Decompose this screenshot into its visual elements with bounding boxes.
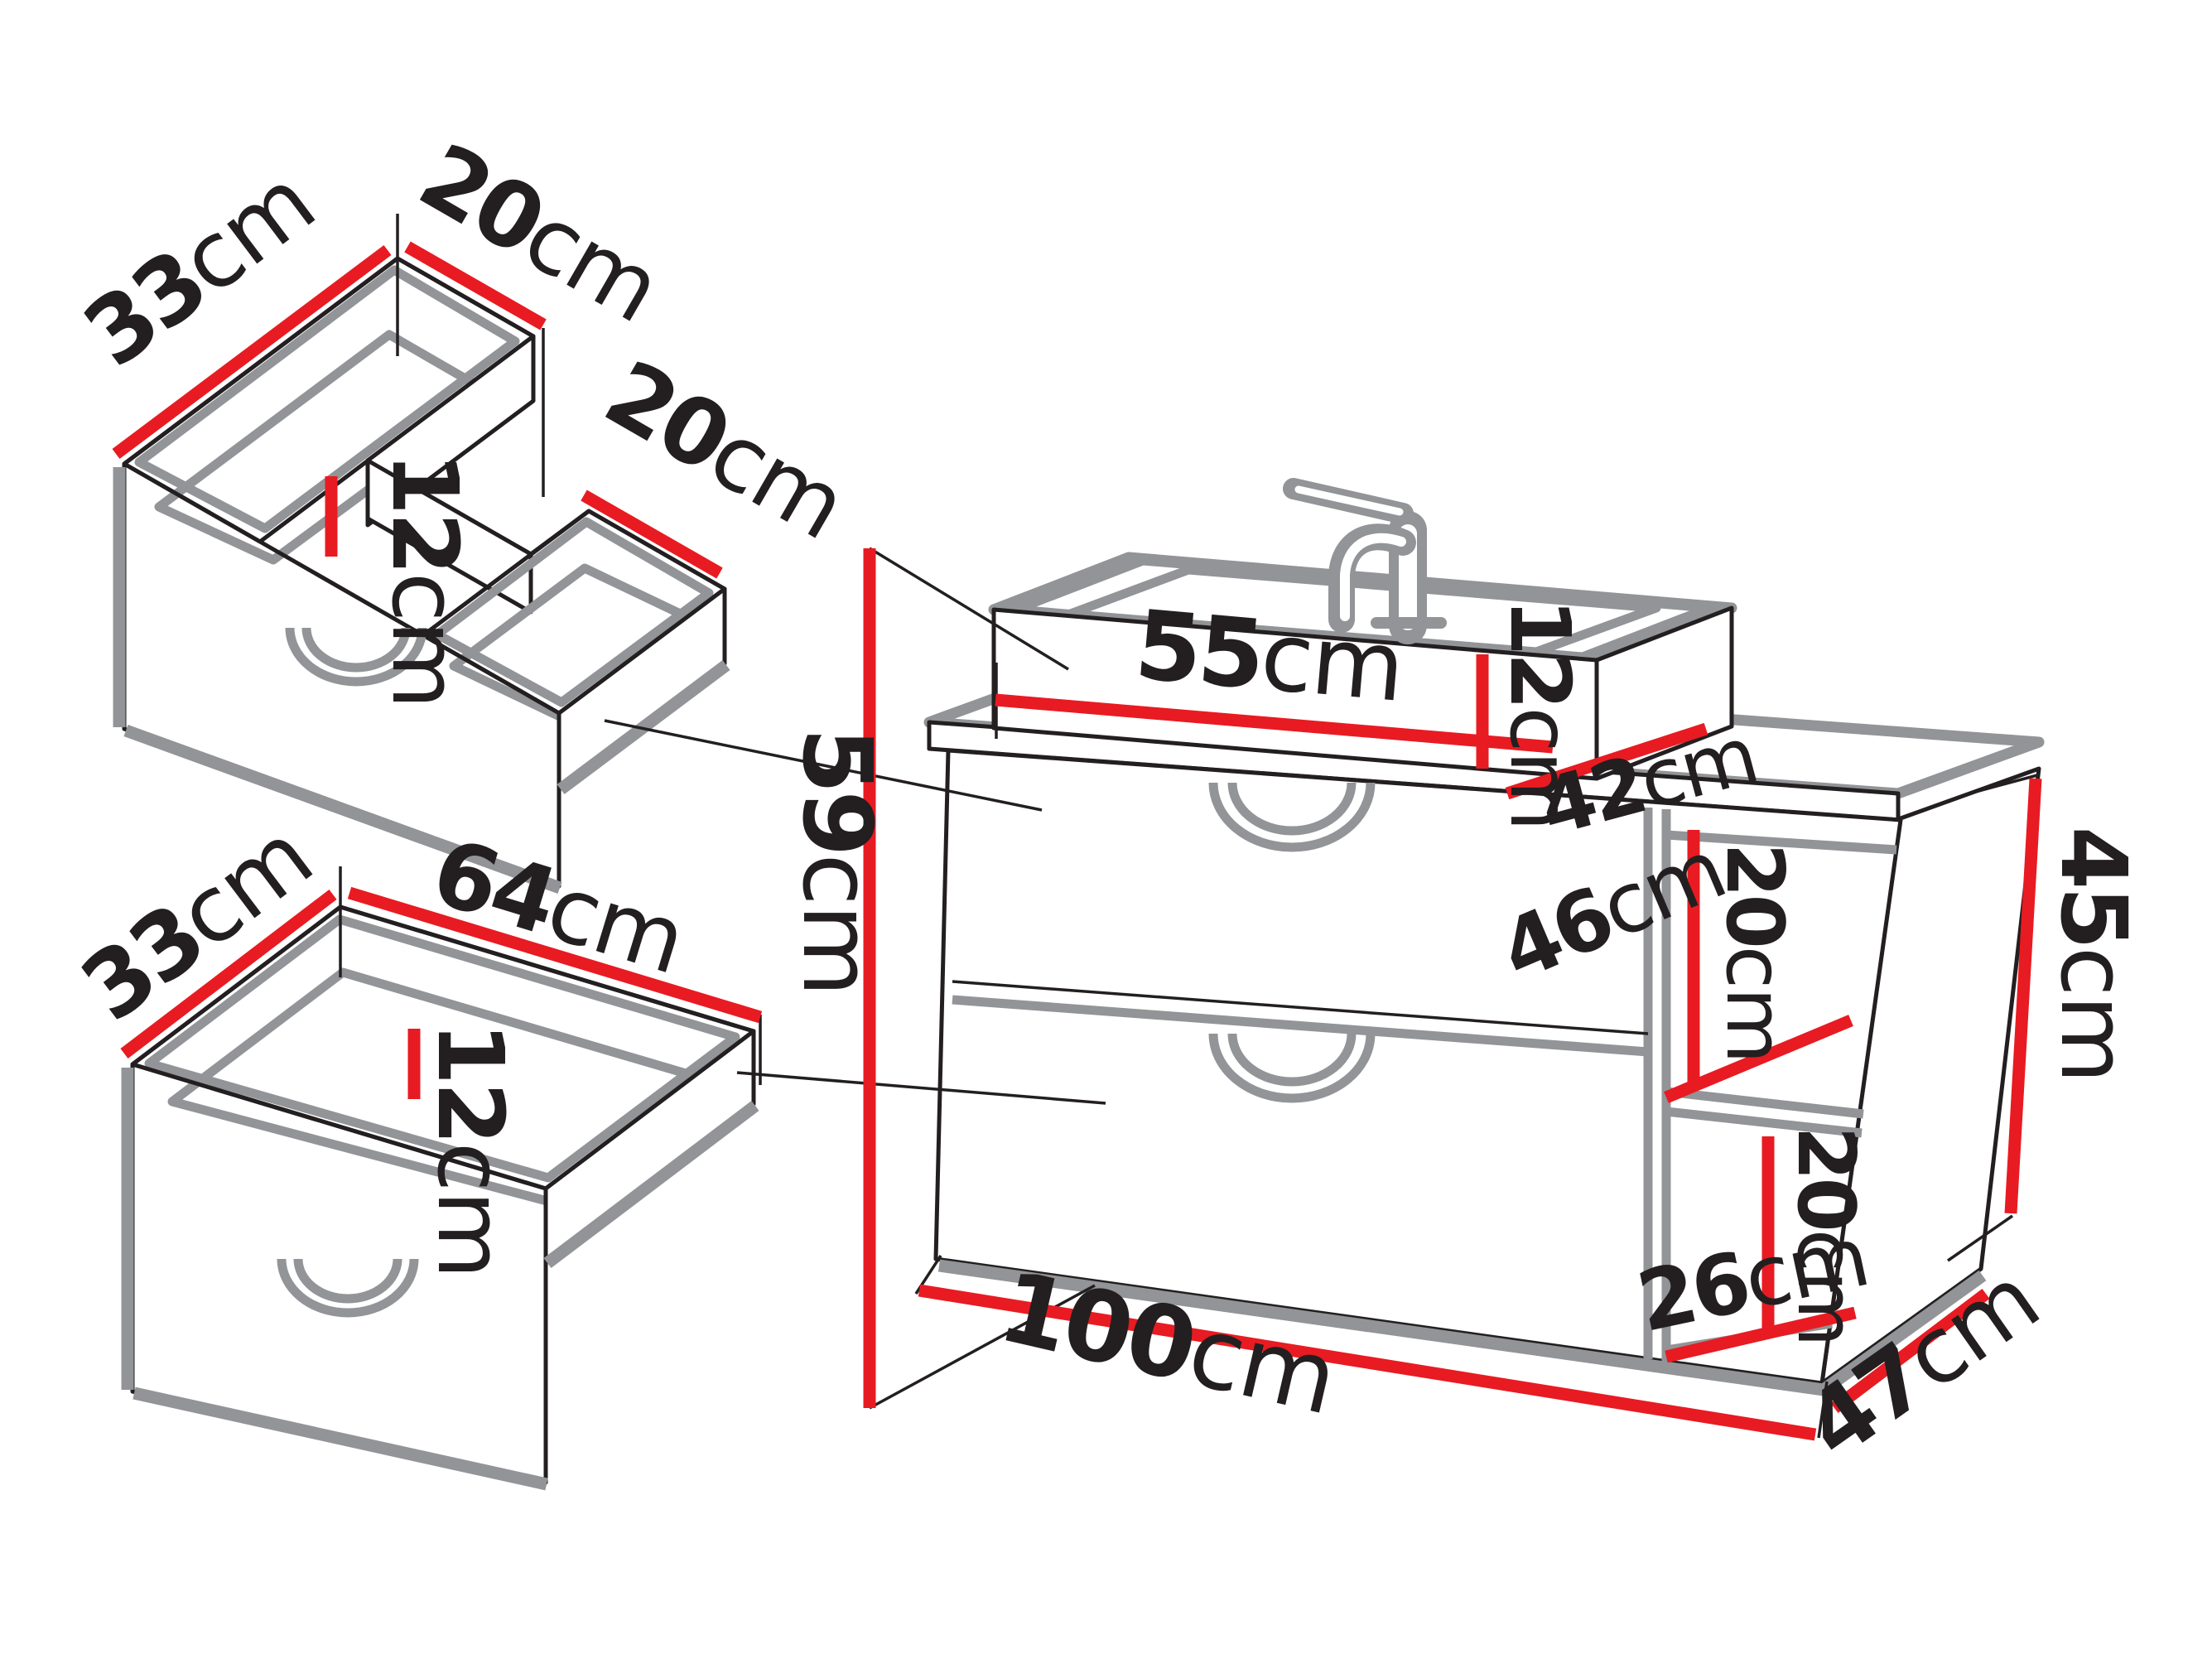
drawer-front-rim xyxy=(132,1062,547,1191)
faucet-icon xyxy=(1283,478,1447,644)
handle-arc-icon xyxy=(1208,1033,1376,1103)
dimension-label-59cm: 59cm xyxy=(781,727,892,995)
dimension-line-33cm-top-drawer xyxy=(112,245,392,459)
extension-tick xyxy=(1817,1381,1829,1439)
handle-arc-icon xyxy=(277,1258,419,1318)
sink-basin-rim xyxy=(1063,565,1661,657)
dimension-label-20cm-lower-shelf: 20cm xyxy=(1780,1126,1871,1346)
u-drawer-divider-wall xyxy=(365,334,536,528)
extension-tick xyxy=(1969,774,2038,795)
leader-lines xyxy=(339,214,2038,1439)
shelf-top-shadow xyxy=(1665,830,1897,855)
vanity-cabinet xyxy=(923,665,2045,1396)
dimension-line-33cm-bottom-drawer xyxy=(120,890,337,1059)
middle-shelf xyxy=(1665,1087,1864,1119)
u-drawer-right-wall xyxy=(557,586,727,790)
u-drawer-shadow xyxy=(123,724,562,895)
handle-arc-icon xyxy=(285,627,427,687)
extension-line-59-top xyxy=(869,547,1069,671)
dimension-label-20cm-upper-shelf: 20cm xyxy=(1708,843,1800,1063)
leader-line-top-drawer xyxy=(604,719,1043,812)
dimension-label-12cm-sink: 12cm xyxy=(1492,598,1588,830)
u-shaped-drawer-detail xyxy=(113,256,730,895)
cabinet-bottom-shadow xyxy=(937,1259,1987,1396)
u-drawer-left-rim xyxy=(134,265,520,533)
dimension-lines xyxy=(112,241,2042,1441)
u-drawer-right-rim xyxy=(432,517,714,707)
dimension-line-45cm xyxy=(2004,778,2042,1214)
extension-line-59-bottom xyxy=(869,1284,1096,1410)
drawer-inner-rim xyxy=(144,914,740,1183)
dimension-line-64cm xyxy=(347,886,763,1024)
dimension-line-20cm-left xyxy=(404,241,547,330)
dimension-line-26cm xyxy=(1665,1306,1857,1363)
drawer-right-wall xyxy=(543,1029,756,1264)
single-drawer-detail xyxy=(121,904,759,1491)
dimension-line-55cm xyxy=(995,693,1554,754)
dimension-line-47cm xyxy=(1830,1289,1990,1413)
drawer-shadow xyxy=(133,1387,548,1491)
drawer-gap-shadow xyxy=(952,995,1649,1057)
dimension-label-55cm: 55cm xyxy=(1131,590,1408,724)
dimension-line-42cm xyxy=(1505,722,1708,800)
dimension-label-45cm: 45cm xyxy=(2041,827,2147,1083)
dimension-line-100cm xyxy=(918,1284,1817,1441)
drawer-shadow-right xyxy=(543,1101,759,1268)
dimension-label-26cm: 26cm xyxy=(1630,1208,1877,1352)
dimension-label-12cm-bottom-drawer: 12cm xyxy=(417,1022,523,1278)
leader-line-bottom-drawer xyxy=(736,1071,1106,1105)
middle-shelf-edge xyxy=(1665,1107,1863,1138)
dimension-label-12cm-top-drawer: 12cm xyxy=(372,452,478,708)
dimension-line-20cm-right xyxy=(581,490,723,579)
drawer-gap-line xyxy=(952,980,1649,1035)
handle-arc-icon xyxy=(1208,782,1376,852)
u-drawer-front-rim xyxy=(123,461,561,716)
dimension-line-46cm xyxy=(1664,1015,1853,1103)
extension-tick xyxy=(1947,1214,2013,1262)
